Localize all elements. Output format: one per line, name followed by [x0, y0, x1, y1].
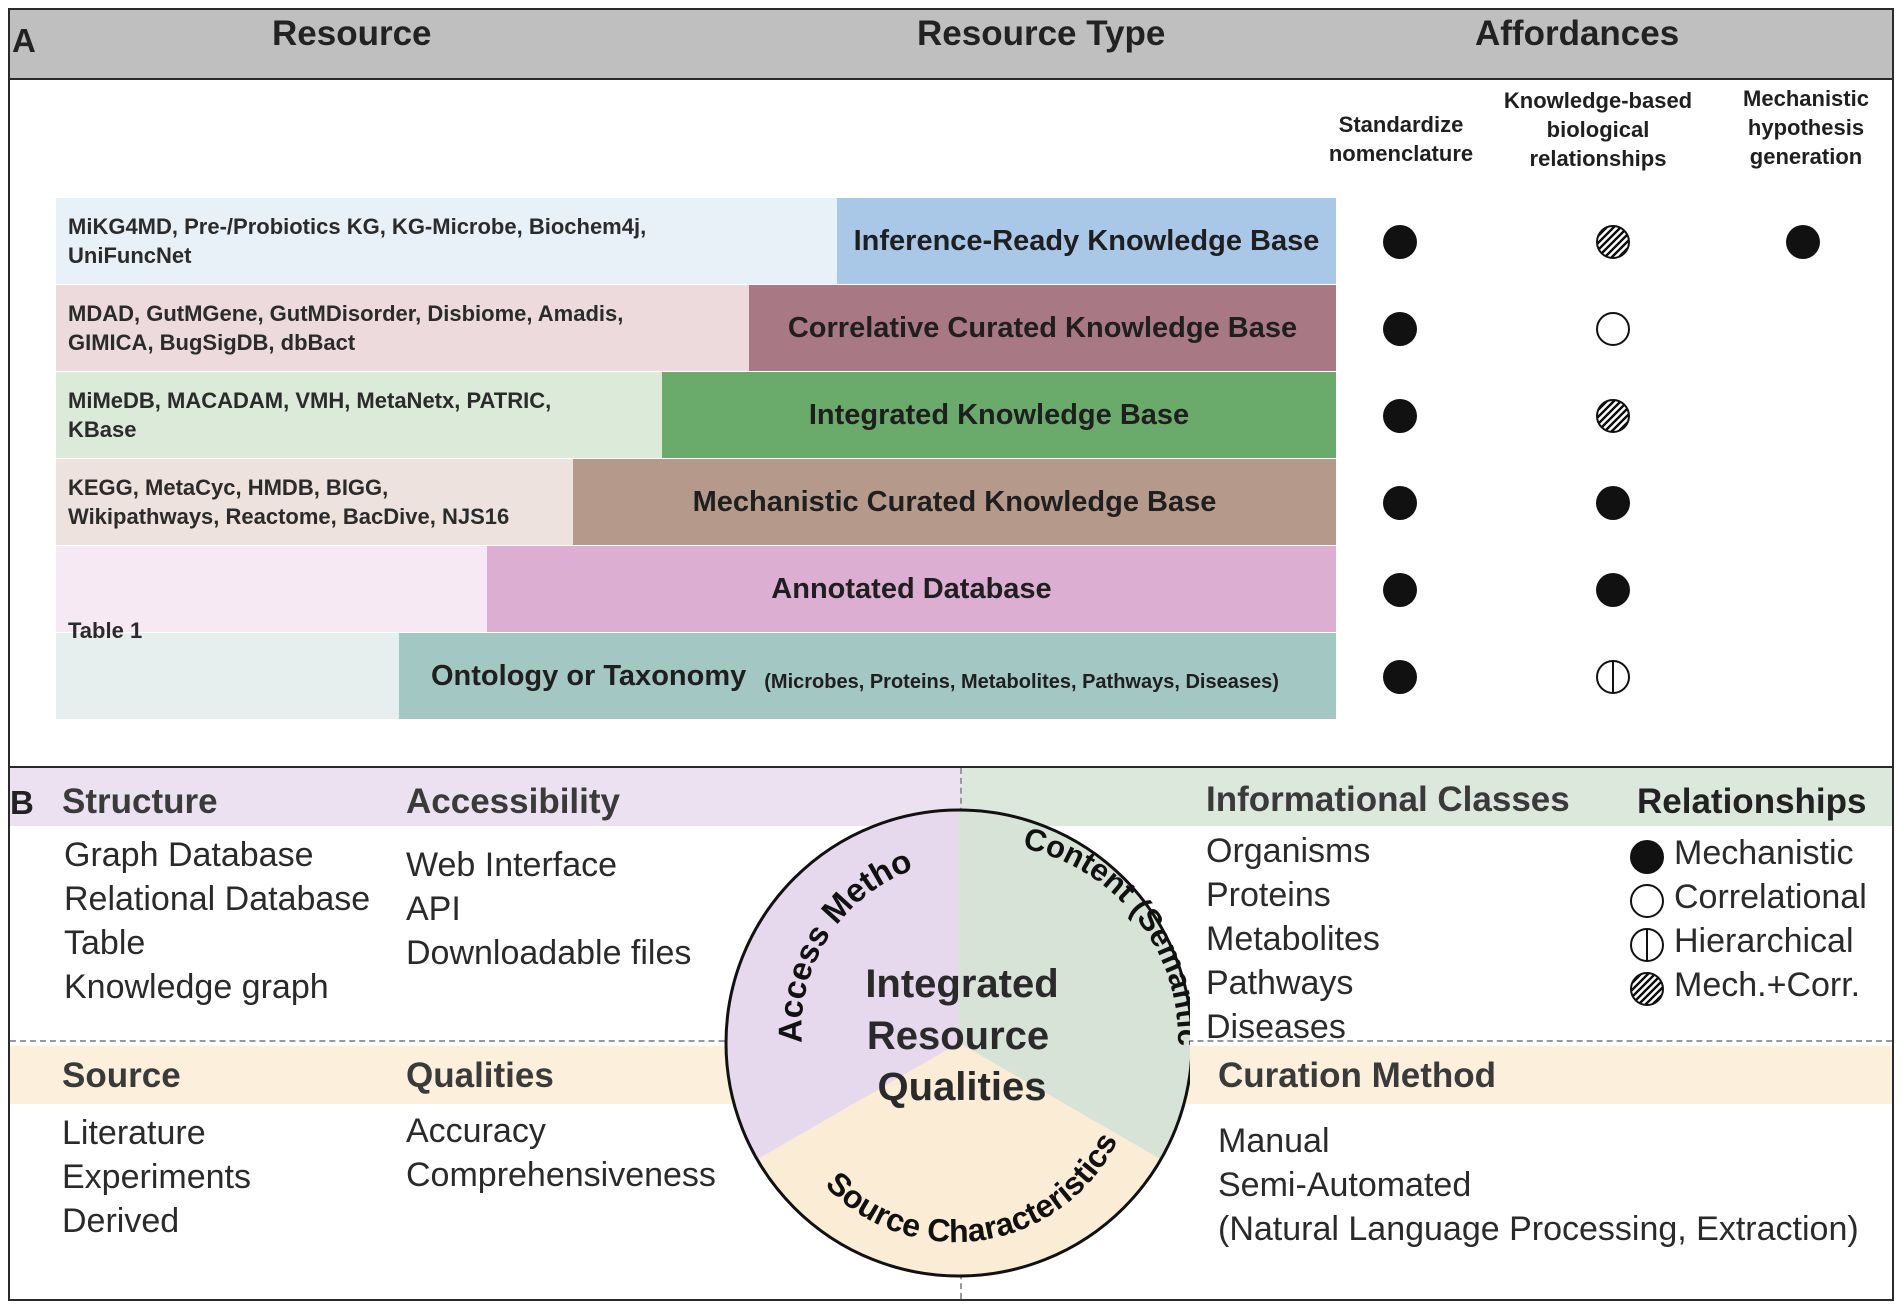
list-item: Downloadable files: [406, 934, 692, 972]
filled-circle-icon: [1383, 486, 1417, 520]
legend-open-circle-icon: [1630, 884, 1664, 918]
resource-type-label: Integrated Knowledge Base: [808, 398, 1190, 431]
resource-type-sublabel: (Microbes, Proteins, Metabolites, Pathwa…: [764, 670, 1279, 693]
filled-circle-icon: [1383, 312, 1417, 346]
band-green: [962, 768, 1892, 826]
list-item: Pathways: [1206, 964, 1354, 1002]
resource-type-label: Mechanistic Curated Knowledge Base: [692, 485, 1217, 518]
source-sector: [757, 1043, 1161, 1277]
resource-type-label: Ontology or Taxonomy: [431, 659, 747, 692]
affordance-header-label: Mechanistic hypothesis generation: [1743, 86, 1869, 169]
list-item: Table: [64, 924, 146, 962]
list-item: Literature: [62, 1114, 206, 1152]
resource-type-bar: Ontology or Taxonomy (Microbes, Proteins,…: [399, 633, 1336, 719]
affordance-header-label: Standardize nomenclature: [1328, 112, 1474, 166]
list-item: Organisms: [1206, 832, 1371, 870]
center-title-line: Qualities: [878, 1065, 1047, 1109]
circle-outline: [724, 808, 1190, 1278]
list-item: Relational Database: [64, 880, 371, 918]
resource-row: MDAD, GutMGene, GutMDisorder, Disbiome, …: [56, 285, 749, 371]
affordance-header-knowledge: Knowledge-based biological relationships: [1488, 86, 1708, 173]
legend-label: Mech.+Corr.: [1674, 966, 1861, 1004]
resource-row: MiKG4MD, Pre-/Probiotics KG, KG-Microbe,…: [56, 198, 837, 284]
resource-type-bar: Correlative Curated Knowledge Base: [749, 285, 1336, 371]
affordance-header-mechanistic: Mechanistic hypothesis generation: [1718, 84, 1894, 171]
resource-row: MiMeDB, MACADAM, VMH, MetaNetx, PATRIC, …: [56, 372, 662, 458]
filled-circle-icon: [1596, 573, 1630, 607]
affordance-header-standardize: Standardize nomenclature: [1316, 110, 1486, 168]
filled-circle-icon: [1786, 225, 1820, 259]
band-purple: [10, 768, 962, 826]
header-affordances: Affordances: [1475, 14, 1680, 53]
resource-list: MiMeDB, MACADAM, VMH, MetaNetx, PATRIC, …: [68, 388, 552, 442]
header-resource-type: Resource Type: [917, 14, 1166, 53]
header-resource: Resource: [272, 14, 432, 53]
center-title-line: Resource: [867, 1014, 1049, 1058]
resource-type-bar: Inference-Ready Knowledge Base: [837, 198, 1336, 284]
list-item: Web Interface: [406, 846, 618, 884]
filled-circle-icon: [1383, 573, 1417, 607]
resource-list: MiKG4MD, Pre-/Probiotics KG, KG-Microbe,…: [68, 214, 647, 268]
center-title-line: Integrated: [865, 962, 1058, 1006]
resource-row: [56, 546, 487, 632]
resource-row: Table 1: [56, 618, 399, 719]
resource-type-bar: Integrated Knowledge Base: [662, 372, 1336, 458]
legend-filled-circle-icon: [1630, 840, 1664, 874]
list-item: Manual: [1218, 1122, 1330, 1160]
list-item: Accuracy: [406, 1112, 546, 1150]
list-item: API: [406, 890, 461, 928]
filled-circle-icon: [1383, 225, 1417, 259]
open-circle-icon: [1596, 312, 1630, 346]
panel-b-letter: B: [10, 784, 34, 821]
structure-title: Structure: [62, 782, 218, 821]
legend-half-circle-icon: [1630, 928, 1664, 962]
half-circle-icon: [1596, 660, 1630, 694]
content-sector: [959, 810, 1190, 1160]
resource-row: KEGG, MetaCyc, HMDB, BIGG, Wikipathways,…: [56, 459, 573, 545]
list-item: Comprehensiveness: [406, 1156, 716, 1194]
integrated-qualities-circle: Access Methods Content (Semantics) Sourc…: [720, 780, 1190, 1278]
access-sector: [725, 810, 959, 1160]
resource-type-label: Inference-Ready Knowledge Base: [853, 224, 1320, 257]
legend-label: Correlational: [1674, 878, 1867, 916]
legend-label: Hierarchical: [1674, 922, 1854, 960]
filled-circle-icon: [1383, 660, 1417, 694]
filled-circle-icon: [1596, 486, 1630, 520]
hatched-circle-icon: [1596, 399, 1630, 433]
source-title: Source: [62, 1056, 181, 1095]
panel-a-letter: A: [12, 22, 36, 59]
list-item: Metabolites: [1206, 920, 1380, 958]
list-item: Diseases: [1206, 1008, 1346, 1046]
list-item: (Natural Language Processing, Extraction…: [1218, 1210, 1859, 1248]
list-item: Graph Database: [64, 836, 314, 874]
list-item: Experiments: [62, 1158, 251, 1196]
accessibility-title: Accessibility: [406, 782, 620, 821]
resource-type-label: Annotated Database: [771, 572, 1052, 605]
resource-list: Table 1: [68, 618, 143, 643]
resource-list: MDAD, GutMGene, GutMDisorder, Disbiome, …: [68, 301, 624, 355]
resource-type-label: Correlative Curated Knowledge Base: [787, 311, 1298, 344]
qualities-title: Qualities: [406, 1056, 554, 1095]
curation-title: Curation Method: [1218, 1056, 1497, 1095]
panel-a-header-bar: [8, 8, 1894, 80]
informational-classes-title: Informational Classes: [1206, 780, 1570, 819]
affordance-header-label: Knowledge-based biological relationships: [1503, 88, 1693, 171]
list-item: Semi-Automated: [1218, 1166, 1472, 1204]
hatched-circle-icon: [1596, 225, 1630, 259]
filled-circle-icon: [1383, 399, 1417, 433]
resource-list: KEGG, MetaCyc, HMDB, BIGG, Wikipathways,…: [68, 475, 510, 529]
list-item: Knowledge graph: [64, 968, 329, 1006]
list-item: Proteins: [1206, 876, 1331, 914]
list-item: Derived: [62, 1202, 180, 1240]
resource-type-bar: Mechanistic Curated Knowledge Base: [573, 459, 1336, 545]
legend-hatched-circle-icon: [1630, 972, 1664, 1006]
legend-label: Mechanistic: [1674, 834, 1854, 872]
resource-type-bar: Annotated Database: [487, 546, 1336, 632]
panel-b: [8, 766, 1894, 1301]
relationships-title: Relationships: [1637, 782, 1867, 821]
